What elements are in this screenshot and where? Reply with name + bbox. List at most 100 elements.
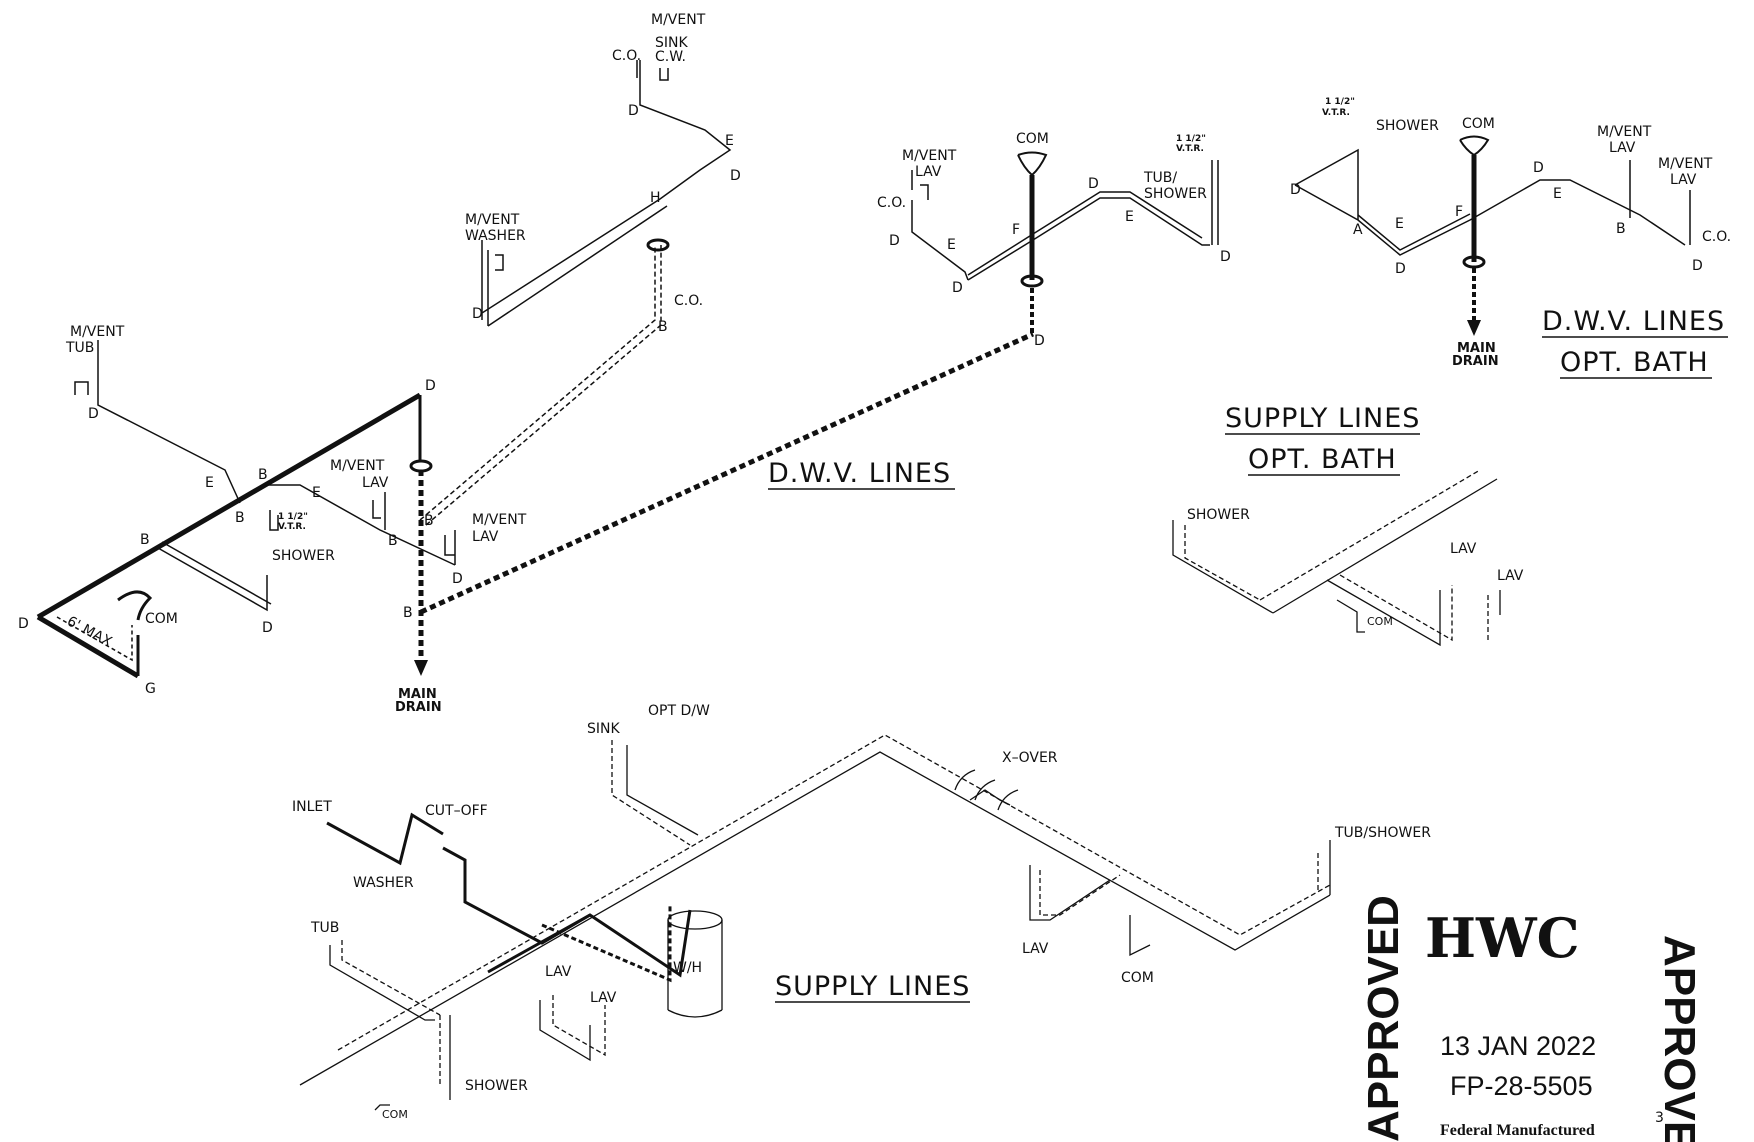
- tub-label: TUB: [65, 340, 94, 356]
- washer-label: WASHER: [465, 228, 526, 244]
- dwv-opt-bath-labels: 1 1/2" V.T.R. SHOWER COM D A E D F D E M…: [1290, 97, 1731, 379]
- fitting-d-label: D: [889, 233, 900, 249]
- vtr-size-label: 1 1/2": [1325, 97, 1355, 107]
- fitting-d-label: D: [1220, 249, 1231, 265]
- fitting-f-label: F: [1012, 222, 1020, 238]
- lav-label: LAV: [1670, 172, 1697, 188]
- fitting-d-label: D: [472, 306, 483, 322]
- fitting-e-label: E: [1125, 209, 1134, 225]
- com-label: COM: [1016, 131, 1049, 147]
- dwv-bath-labels: M/VENT LAV C.O. D E D COM F D E TUB/ SHO…: [768, 131, 1231, 490]
- fitting-a-label: A: [1353, 222, 1363, 238]
- fitting-e-label: E: [725, 133, 734, 149]
- xover-label: X–OVER: [1002, 750, 1058, 766]
- tub-shower-label: TUB/: [1143, 170, 1177, 186]
- lav-vent-label: M/VENT: [1658, 156, 1713, 172]
- vtr-label: V.T.R.: [278, 522, 306, 532]
- fitting-b-label: B: [424, 513, 434, 529]
- washer-vent-label: M/VENT: [465, 212, 520, 228]
- fitting-b-label: B: [658, 319, 668, 335]
- com-label: COM: [1462, 116, 1495, 132]
- fitting-h-label: H: [650, 190, 661, 206]
- fitting-d-label: D: [1088, 176, 1099, 192]
- supply-main-labels: SINK OPT D/W X–OVER TUB/SHOWER INLET CUT…: [292, 703, 1431, 1121]
- supply-main-diagram: [299, 734, 1331, 1111]
- stamp-date: 13 JAN 2022: [1440, 1031, 1596, 1061]
- dwv-opt-bath-diagram: [1294, 135, 1691, 336]
- fitting-d-label: D: [262, 620, 273, 636]
- main-label: MAIN: [398, 687, 437, 702]
- vtr-label: V.T.R.: [1322, 108, 1350, 118]
- stamp-logo: HWC: [1425, 906, 1580, 970]
- supply-hot-lines: [326, 812, 692, 983]
- lav-vent-label: M/VENT: [330, 458, 385, 474]
- fitting-g-label: G: [145, 681, 156, 697]
- vtr-label: V.T.R.: [1176, 144, 1204, 154]
- shower-label: SHOWER: [272, 548, 335, 564]
- fitting-d-label: D: [628, 103, 639, 119]
- shower-label: SHOWER: [1187, 507, 1250, 523]
- fitting-e-label: E: [947, 237, 956, 253]
- fitting-e-label: E: [205, 475, 214, 491]
- fitting-b-label: B: [258, 467, 268, 483]
- fitting-f-label: F: [1455, 204, 1463, 220]
- fitting-d-label: D: [425, 378, 436, 394]
- lav-vent-label: M/VENT: [1597, 124, 1652, 140]
- co-label: C.O.: [877, 195, 906, 211]
- lav-label: LAV: [1609, 140, 1636, 156]
- dwv-lines-title: D.W.V. LINES: [768, 458, 951, 489]
- inlet-label: INLET: [292, 799, 332, 815]
- com-label: COM: [1121, 970, 1154, 986]
- supply-opt-title-line1: SUPPLY LINES: [1225, 403, 1420, 434]
- com-label: COM: [382, 1108, 408, 1121]
- fitting-d-label: D: [1290, 182, 1301, 198]
- fitting-b-label: B: [1616, 221, 1626, 237]
- shower-label: SHOWER: [1376, 118, 1439, 134]
- fitting-b-label: B: [388, 533, 398, 549]
- lav-label: LAV: [1022, 941, 1049, 957]
- lav-vent-label: M/VENT: [902, 148, 957, 164]
- tub-label: TUB: [310, 920, 339, 936]
- vtr-size-label: 1 1/2": [278, 512, 308, 522]
- lav-vent-label: M/VENT: [472, 512, 527, 528]
- fitting-d-label: D: [18, 616, 29, 632]
- fitting-d-label: D: [730, 168, 741, 184]
- tub-shower-label: TUB/SHOWER: [1334, 825, 1431, 841]
- shower-label: SHOWER: [465, 1078, 528, 1094]
- dwv-opt-title-line2: OPT. BATH: [1560, 347, 1709, 378]
- vtr-size-label: 1 1/2": [1176, 134, 1206, 144]
- dwv-main-diagram: [36, 60, 1035, 679]
- drain-label: DRAIN: [395, 700, 442, 715]
- supply-opt-bath-diagram: [1172, 469, 1501, 647]
- stamp-side-text-right: APPROVED: [1655, 935, 1704, 1142]
- co-label: C.O.: [1702, 229, 1731, 245]
- cw-label: C.W.: [655, 49, 686, 65]
- supply-opt-title-line2: OPT. BATH: [1248, 444, 1397, 475]
- wh-label: W/H: [673, 960, 702, 976]
- page-number: 3: [1655, 1110, 1664, 1126]
- supply-lines-title: SUPPLY LINES: [775, 971, 970, 1002]
- fitting-e-label: E: [312, 485, 321, 501]
- com-label: COM: [1367, 615, 1393, 628]
- fitting-d-label: D: [452, 571, 463, 587]
- stamp-side-text-left: APPROVED: [1359, 895, 1408, 1142]
- lav-label: LAV: [545, 964, 572, 980]
- fitting-e-label: E: [1395, 216, 1404, 232]
- dwv-bath-diagram: [911, 151, 1219, 334]
- fitting-d-label: D: [952, 280, 963, 296]
- stamp-company: Federal Manufactured: [1440, 1122, 1595, 1139]
- fitting-d-label: D: [1533, 160, 1544, 176]
- dwv-opt-title-line1: D.W.V. LINES: [1542, 306, 1725, 337]
- lav-label: LAV: [1497, 568, 1524, 584]
- fitting-d-label: D: [1034, 333, 1045, 349]
- fitting-b-label: B: [403, 605, 413, 621]
- tub-shower-label: SHOWER: [1144, 186, 1207, 202]
- drain-label: DRAIN: [1452, 354, 1499, 369]
- sink-label: SINK: [587, 721, 620, 737]
- sink-label: SINK: [655, 35, 688, 51]
- co-label: C.O.: [612, 48, 641, 64]
- tub-vent-label: M/VENT: [70, 324, 125, 340]
- opt-dw-label: OPT D/W: [648, 703, 710, 719]
- main-label: MAIN: [1457, 341, 1496, 356]
